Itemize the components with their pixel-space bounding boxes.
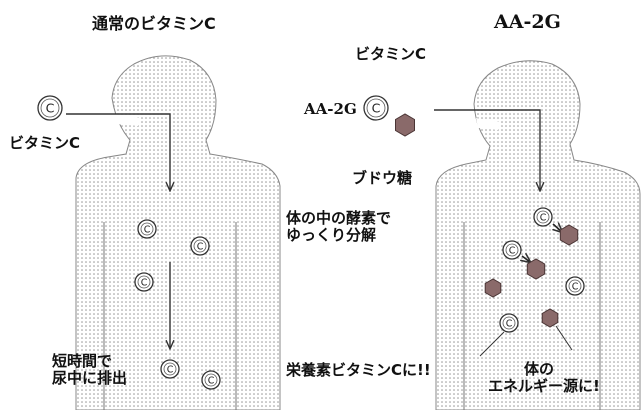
right-body-vitamin-c-4: C xyxy=(499,313,519,333)
right-intake-vitamin-c-symbol: C xyxy=(372,101,381,116)
left-body-vitamin-c-2-symbol: C xyxy=(197,241,204,252)
bond-arrow-2 xyxy=(522,256,530,262)
enzyme-label: 体の中の酵素で ゆっくり分解 xyxy=(286,209,392,245)
right-intake-glucose xyxy=(395,113,415,137)
right-intake-arrow xyxy=(434,109,540,190)
leader-energy xyxy=(555,325,573,351)
left-excreted-vitamin-c-1-symbol: C xyxy=(167,364,174,375)
left-intake-vitamin-c-symbol: C xyxy=(46,101,55,116)
left-intake-arrow xyxy=(66,113,170,190)
left-body-silhouette xyxy=(75,55,281,410)
right-body-vitamin-c-2: C xyxy=(502,240,522,260)
right-body-glucose-2 xyxy=(526,258,546,280)
left-body-vitamin-c-3: C xyxy=(134,272,154,292)
enzyme-line-2: ゆっくり分解 xyxy=(286,226,377,245)
left-excretion-label: 短時間で 尿中に排出 xyxy=(52,352,128,388)
left-excretion-line-2: 尿中に排出 xyxy=(52,369,128,388)
left-body-vitamin-c-3-symbol: C xyxy=(141,277,148,288)
right-body-vitamin-c-1-symbol: C xyxy=(540,212,547,223)
left-body-vitamin-c-2: C xyxy=(190,236,210,256)
aa2g-label: AA-2G xyxy=(304,100,357,118)
right-body-vitamin-c-4-symbol: C xyxy=(506,318,513,329)
left-vitamin-label: ビタミンC xyxy=(9,134,81,152)
left-title: 通常のビタミンC xyxy=(92,14,216,33)
right-title: AA-2G xyxy=(494,11,561,33)
left-body-vitamin-c-1-symbol: C xyxy=(144,224,151,235)
left-excreted-vitamin-c-2: C xyxy=(201,370,221,390)
right-body-vitamin-c-2-symbol: C xyxy=(509,245,516,256)
right-intake-vitamin-c: C xyxy=(363,95,389,121)
glucose-label: ブドウ糖 xyxy=(352,169,413,187)
right-body-vitamin-c-3: C xyxy=(565,276,585,296)
right-body-glucose-4 xyxy=(541,308,559,328)
leader-nutrient xyxy=(479,331,505,357)
left-excreted-vitamin-c-2-symbol: C xyxy=(208,375,215,386)
left-mouth-cut xyxy=(114,114,140,126)
left-excretion-line-1: 短時間で xyxy=(52,352,113,370)
energy-label: 体の エネルギー源に! xyxy=(488,360,600,396)
nutrient-label: 栄養素ビタミンCに!! xyxy=(286,361,431,379)
left-excreted-vitamin-c-1: C xyxy=(160,359,180,379)
left-body-vitamin-c-1: C xyxy=(137,219,157,239)
enzyme-line-1: 体の中の酵素で xyxy=(286,209,392,227)
right-body-silhouette xyxy=(435,60,641,410)
energy-line-2: エネルギー源に! xyxy=(488,377,600,396)
right-body-glucose-3 xyxy=(484,278,502,298)
right-mouth-cut xyxy=(476,118,500,130)
right-body-glucose-1 xyxy=(559,224,579,246)
right-vitamin-label: ビタミンC xyxy=(355,45,427,63)
left-intake-vitamin-c: C xyxy=(37,95,63,121)
energy-line-1: 体の xyxy=(524,360,555,378)
right-body-vitamin-c-1: C xyxy=(533,207,553,227)
right-body-vitamin-c-3-symbol: C xyxy=(572,281,579,292)
